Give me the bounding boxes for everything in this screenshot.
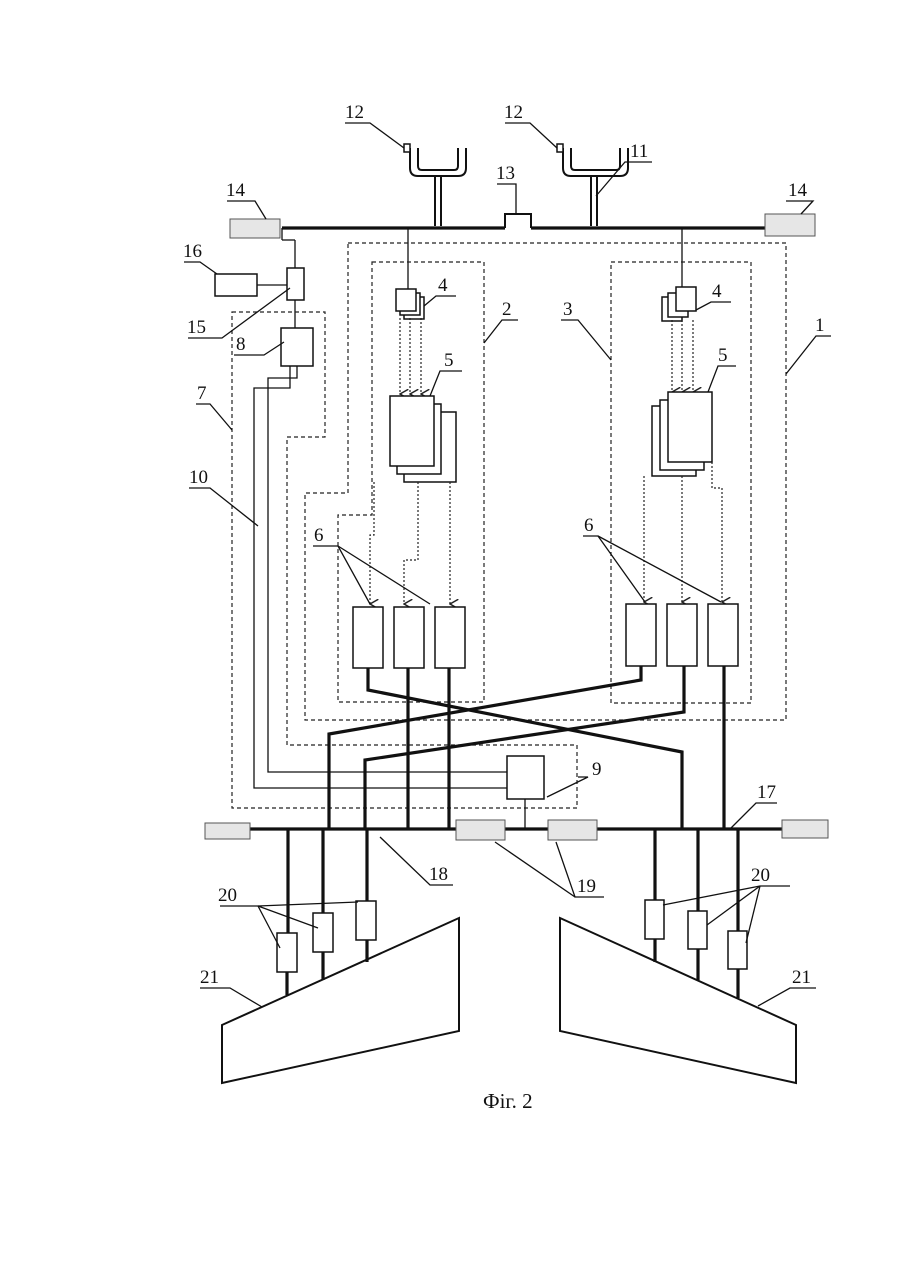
leader-lines [184, 123, 831, 1007]
actuator-wiring [329, 666, 724, 828]
label-5b: 5 [718, 345, 728, 366]
right-channel [626, 287, 738, 666]
label-20b: 20 [751, 865, 770, 886]
label-21b: 21 [792, 967, 811, 988]
label-11: 11 [630, 141, 648, 162]
block-16 [215, 274, 257, 296]
top-bus [230, 214, 815, 289]
label-7: 7 [197, 383, 207, 404]
label-2: 2 [502, 299, 512, 320]
aux-blocks [215, 268, 313, 366]
left-channel [353, 289, 465, 668]
label-1: 1 [815, 315, 825, 336]
label-10: 10 [189, 467, 208, 488]
bus-end-right [782, 820, 828, 838]
label-18: 18 [429, 864, 448, 885]
left-surface [222, 829, 459, 1083]
block-8 [281, 328, 313, 366]
label-19: 19 [577, 876, 596, 897]
label-21a: 21 [200, 967, 219, 988]
sensor-right [765, 214, 815, 236]
label-6b: 6 [584, 515, 594, 536]
label-14a: 14 [226, 180, 246, 201]
label-20a: 20 [218, 885, 237, 906]
sensor-19a [456, 820, 505, 840]
label-14b: 14 [788, 180, 808, 201]
block-9 [507, 756, 544, 799]
figure-caption: Фіг. 2 [483, 1089, 533, 1113]
label-4b: 4 [712, 281, 722, 302]
label-13: 13 [496, 163, 515, 184]
label-12a: 12 [345, 102, 364, 123]
label-4a: 4 [438, 275, 448, 296]
sensor-19b [548, 820, 597, 840]
sensor-left [230, 219, 280, 238]
label-9: 9 [592, 759, 602, 780]
label-6a: 6 [314, 525, 324, 546]
label-15: 15 [187, 317, 206, 338]
label-12b: 12 [504, 102, 523, 123]
label-3: 3 [563, 299, 573, 320]
label-16: 16 [183, 241, 202, 262]
lower-bus [205, 820, 828, 840]
bus-end-left [205, 823, 250, 839]
label-8: 8 [236, 334, 246, 355]
label-5a: 5 [444, 350, 454, 371]
label-17: 17 [757, 782, 776, 803]
block-15 [287, 268, 304, 300]
